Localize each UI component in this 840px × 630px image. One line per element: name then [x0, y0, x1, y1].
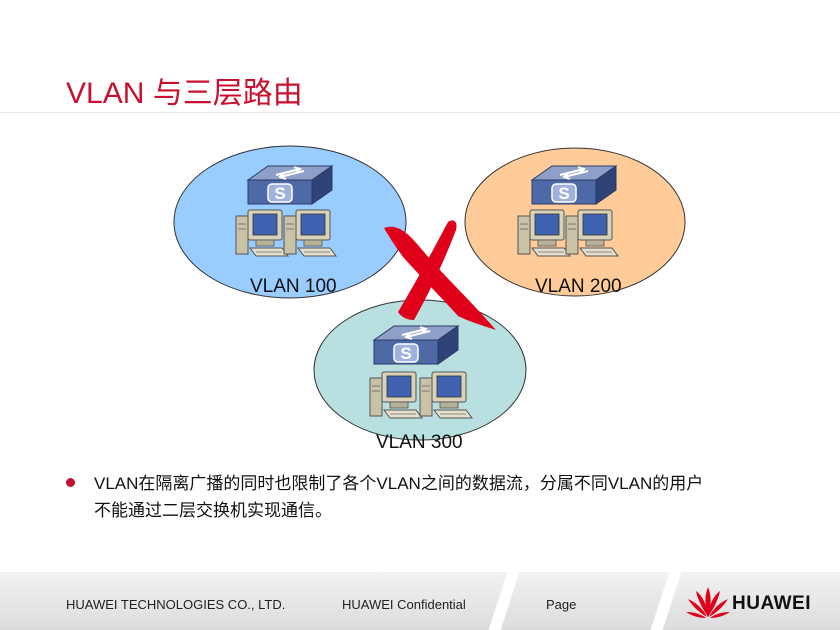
vlan-200-label: VLAN 200 [535, 276, 622, 297]
title-divider [0, 112, 840, 113]
vlan-300-zone [313, 299, 527, 441]
switch-icon [531, 165, 617, 205]
bullet-dot [66, 478, 75, 487]
pc-icon [235, 209, 289, 257]
huawei-logo: HUAWEI [686, 585, 816, 621]
page-title: VLAN 与三层路由 [66, 77, 303, 110]
bullet-item: VLAN在隔离广播的同时也限制了各个VLAN之间的数据流，分属不同VLAN的用户… [64, 470, 704, 524]
footer-company: HUAWEI TECHNOLOGIES CO., LTD. [66, 597, 286, 612]
footer-page-label: Page [546, 597, 577, 612]
logo-wordmark: HUAWEI [732, 593, 811, 614]
switch-icon [247, 165, 333, 205]
pc-icon [419, 371, 473, 419]
vlan-100-label: VLAN 100 [250, 276, 337, 297]
vlan-300-label: VLAN 300 [376, 432, 463, 453]
pc-icon [565, 209, 619, 257]
footer-confidential: HUAWEI Confidential [342, 597, 466, 612]
switch-icon [373, 325, 459, 365]
footer-divider [488, 572, 520, 630]
pc-icon [283, 209, 337, 257]
pc-icon [517, 209, 571, 257]
pc-icon [369, 371, 423, 419]
bullet-text: VLAN在隔离广播的同时也限制了各个VLAN之间的数据流，分属不同VLAN的用户… [94, 474, 704, 520]
huawei-petal-icon [686, 587, 730, 618]
footer-divider [650, 572, 682, 630]
blocked-x-icon [384, 220, 496, 330]
